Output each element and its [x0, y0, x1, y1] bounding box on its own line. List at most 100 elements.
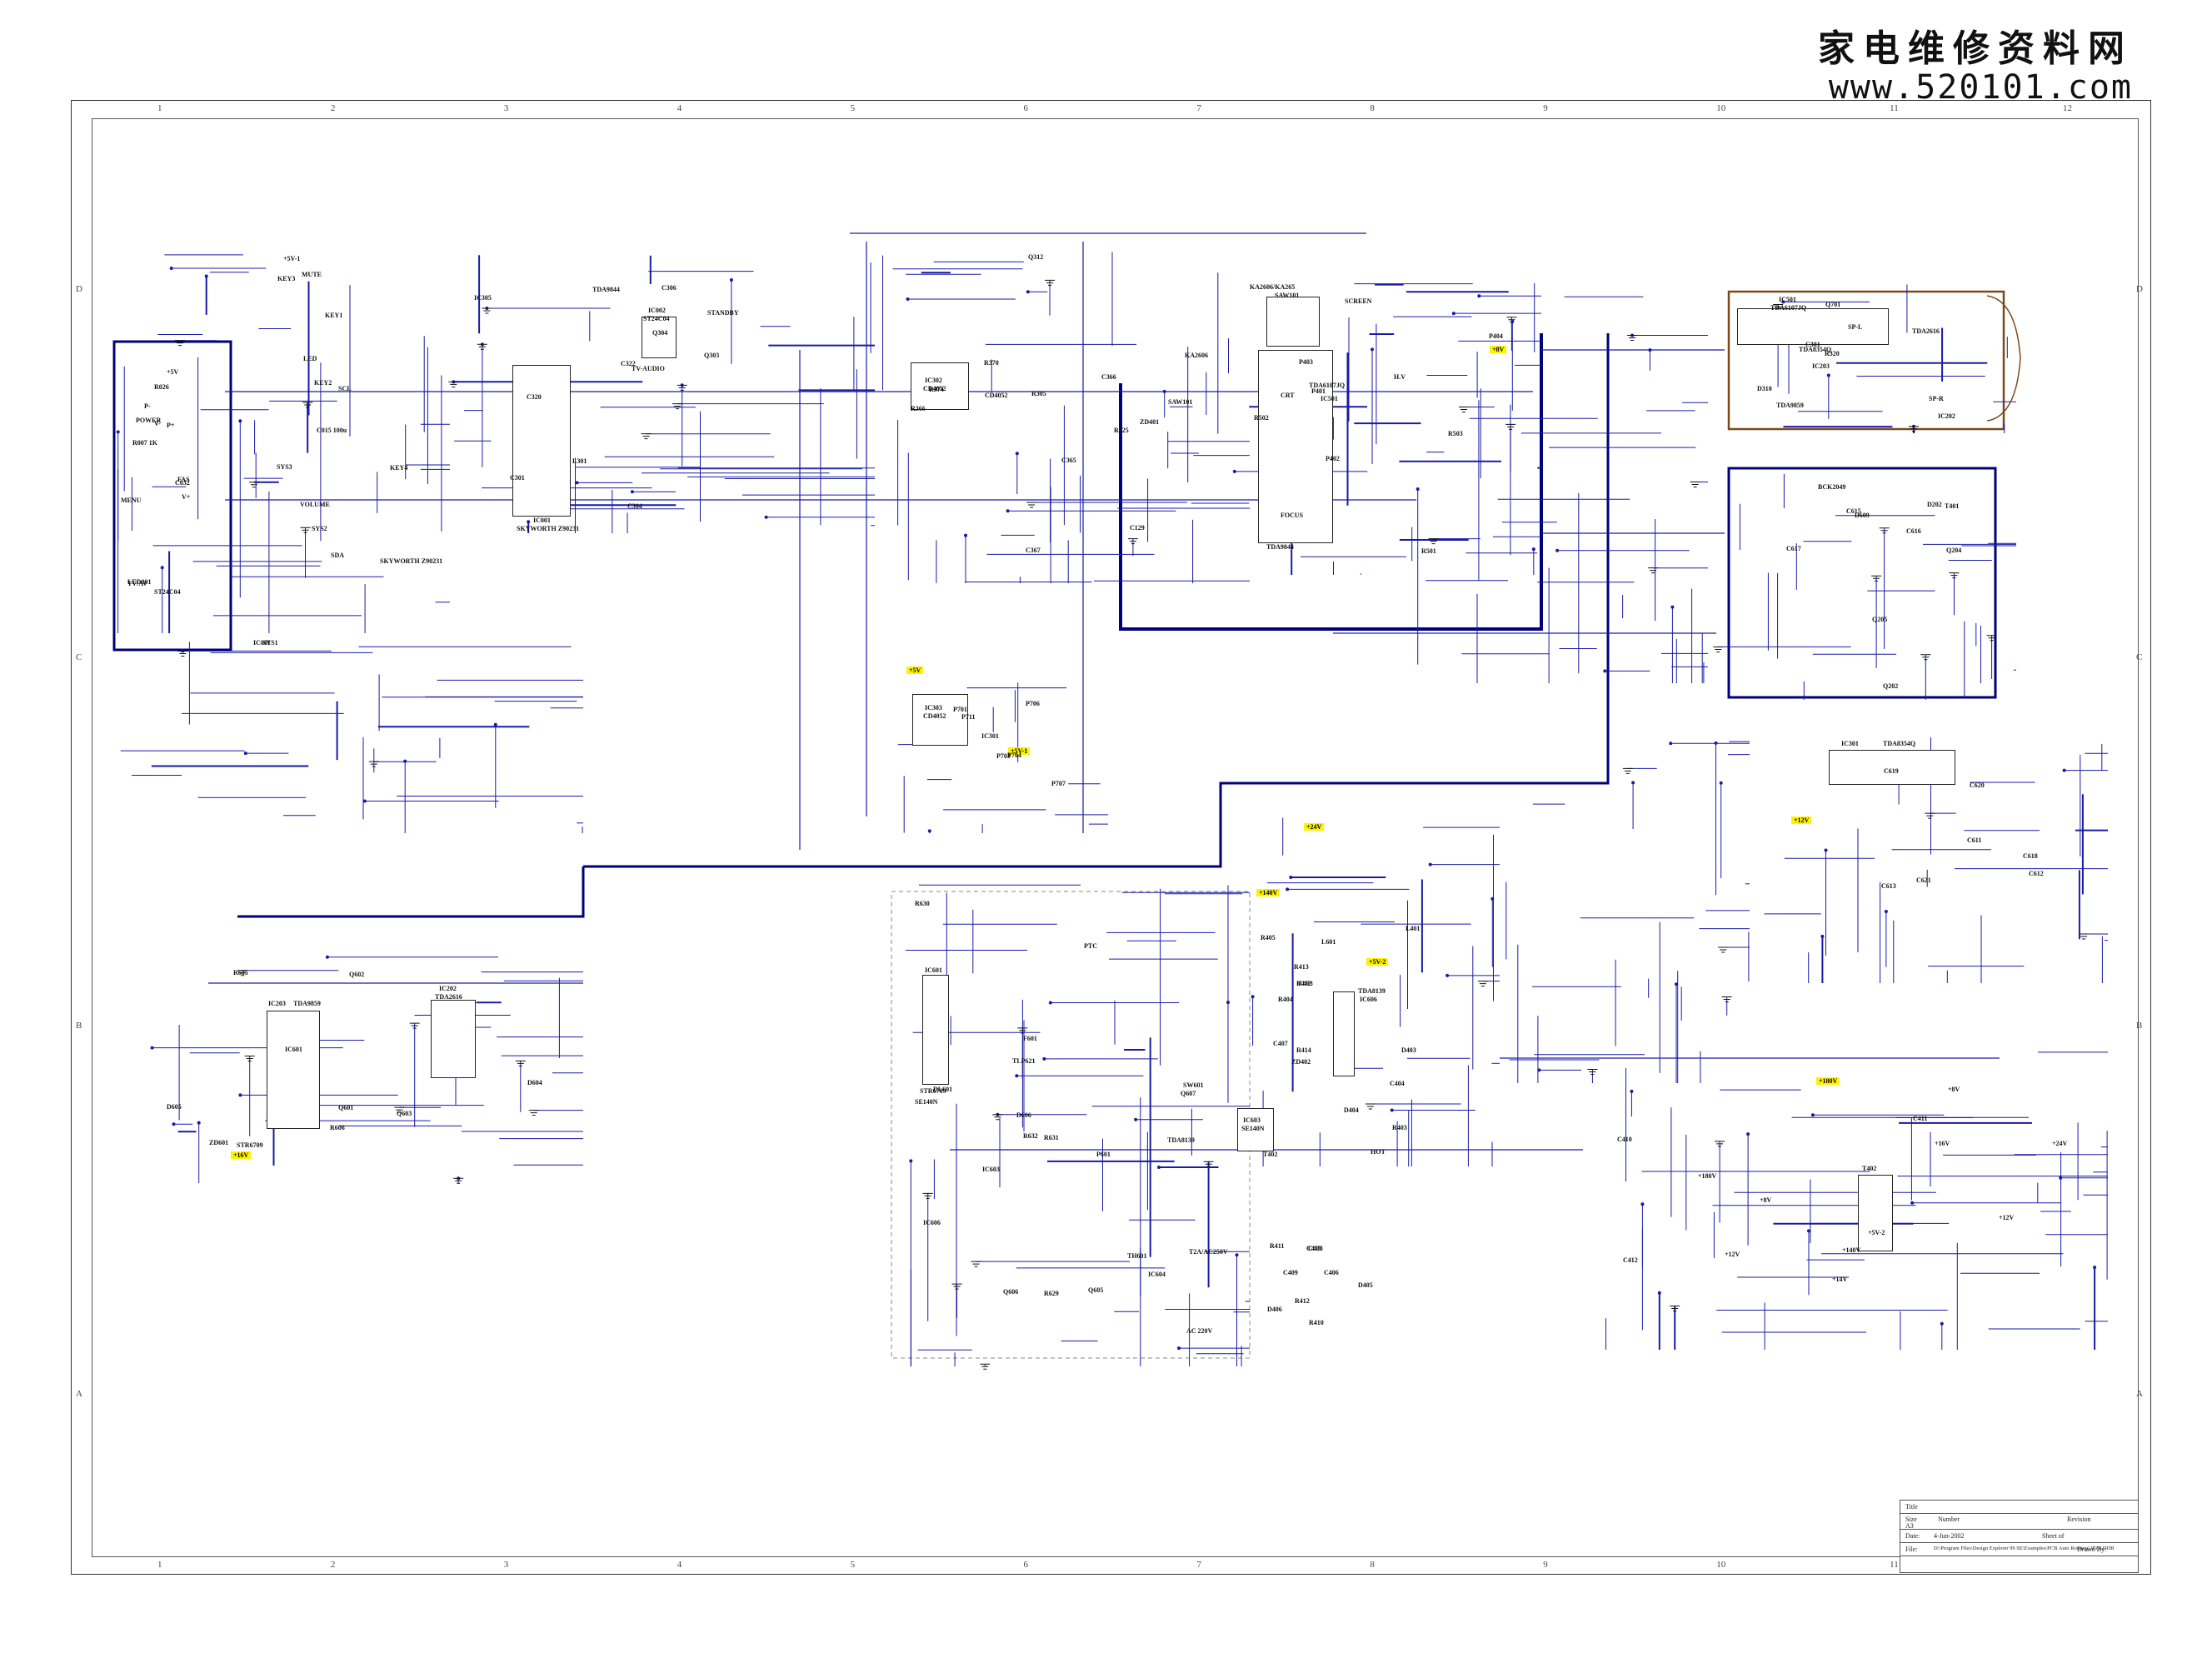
component-label: R404 [1278, 996, 1293, 1003]
ic-tda8139 [1333, 991, 1355, 1076]
component-label: P704 [1007, 752, 1021, 759]
ruler-column-label: 4 [677, 103, 682, 113]
title-label: Title [1905, 1503, 1918, 1511]
ic-stk-subtitle: STR6709 [920, 1087, 946, 1095]
junction-dot [1510, 320, 1515, 323]
ic-tda9844-name: TDA9844 [1266, 543, 1294, 551]
component-label: R630 [915, 900, 930, 907]
ground-symbol [515, 1060, 526, 1066]
component-label: C406 [1324, 1269, 1339, 1276]
junction-dot [2093, 1266, 2097, 1270]
ic-tda6107 [1737, 308, 1889, 345]
component-label: SE140N [915, 1098, 938, 1106]
junction-dot [204, 274, 208, 278]
component-label: Q701 [1825, 301, 1841, 308]
ic-eeprom-name: IC002 [648, 307, 666, 314]
ruler-column-label: 12 [2063, 103, 2073, 113]
component-label: P703 [996, 752, 1011, 760]
ground-symbol [1986, 635, 1997, 642]
junction-dot [1810, 1113, 1815, 1117]
junction-dot [1820, 934, 1825, 938]
ic-fbt [1858, 1175, 1893, 1251]
ic-eeprom-subtitle: ST24C04 [643, 315, 670, 322]
component-label: FOCUS [1281, 512, 1304, 519]
ground-symbol [394, 1106, 405, 1113]
ground-symbol [300, 527, 311, 533]
component-label: C612 [2029, 870, 2044, 877]
component-label: R605 [233, 969, 248, 976]
ic-tda6107-name: IC501 [1779, 296, 1796, 303]
component-label: T401 [1945, 502, 1960, 510]
keyboard-panel [112, 340, 232, 652]
ic-se140-name: IC603 [1243, 1116, 1261, 1124]
junction-dot [403, 759, 407, 763]
ground-symbol [2079, 933, 2090, 940]
component-label: C615 [1846, 507, 1861, 515]
junction-dot [1531, 547, 1535, 552]
junction-dot [1289, 876, 1293, 879]
component-label: P601 [1096, 1151, 1111, 1158]
ground-symbol [1127, 538, 1138, 545]
component-label: F601 [1023, 1035, 1037, 1042]
junction-dot [169, 267, 173, 270]
ruler-column-label: 6 [1023, 103, 1029, 113]
ic-amp-subtitle: TDA2616 [435, 993, 462, 1001]
size-label: Size [1905, 1516, 1917, 1523]
component-label: H.V [1394, 373, 1406, 381]
component-label: D609 [1855, 512, 1870, 519]
component-label: R007 1K [132, 439, 157, 447]
component-label: P711 [961, 713, 976, 721]
size-value: A3 [1905, 1522, 1914, 1530]
ground-symbol [1587, 1068, 1598, 1075]
component-label: D403 [1401, 1046, 1416, 1054]
component-label: SYS2 [312, 525, 327, 532]
component-label: +180V [1698, 1172, 1717, 1180]
junction-dot [1940, 1321, 1944, 1326]
component-label: C407 [1273, 1040, 1288, 1047]
net-label: +24V [1304, 823, 1325, 831]
ground-symbol [1026, 502, 1037, 508]
ruler-column-label: 2 [330, 1560, 336, 1570]
ic-audio-proc-name: IC203 [268, 1000, 286, 1007]
junction-dot [1555, 548, 1560, 552]
ground-symbol [1365, 1103, 1376, 1110]
junction-dot [238, 419, 242, 423]
ruler-column-label: 5 [850, 1560, 856, 1570]
component-label: C617 [1786, 545, 1801, 552]
component-label: C619 [1884, 767, 1899, 775]
component-label: MENU [121, 497, 142, 504]
junction-dot [1631, 781, 1635, 785]
ic-cd4052 [911, 362, 969, 410]
ic-tda6107-subtitle: TDA6107JQ [1770, 304, 1807, 312]
ic-cpu-subtitle: SKYWORTH Z90231 [517, 525, 580, 532]
ground-symbol [922, 1192, 933, 1199]
junction-dot [1451, 312, 1456, 316]
ground-symbol [1920, 654, 1931, 661]
component-label: VOLUME [300, 501, 330, 508]
junction-dot [1134, 1117, 1138, 1121]
component-label: P401 [1311, 387, 1326, 395]
junction-dot [1719, 781, 1723, 785]
junction-dot [764, 515, 768, 519]
component-label: C408 [1308, 1245, 1323, 1252]
ground-symbol [1622, 767, 1633, 774]
junction-dot [1232, 469, 1236, 473]
ground-symbol [1045, 279, 1056, 286]
ground-symbol [1713, 646, 1724, 652]
ground-symbol [237, 970, 248, 976]
component-label: +14V [1832, 1276, 1848, 1283]
ground-symbol [1017, 1027, 1028, 1034]
junction-dot [172, 1122, 176, 1126]
component-label: KEY3 [277, 275, 296, 282]
ruler-row-label: C [76, 652, 82, 662]
component-label: C613 [1881, 882, 1896, 890]
component-label: C411 [1913, 1115, 1928, 1122]
junction-dot [927, 829, 931, 833]
component-label: ZD601 [209, 1139, 229, 1146]
ground-symbol [482, 307, 492, 314]
component-label: P706 [1026, 700, 1040, 707]
component-label: SYS3 [277, 463, 292, 471]
component-label: R632 [1023, 1132, 1038, 1140]
component-label: LED001 [127, 578, 152, 586]
junction-dot [527, 520, 531, 524]
